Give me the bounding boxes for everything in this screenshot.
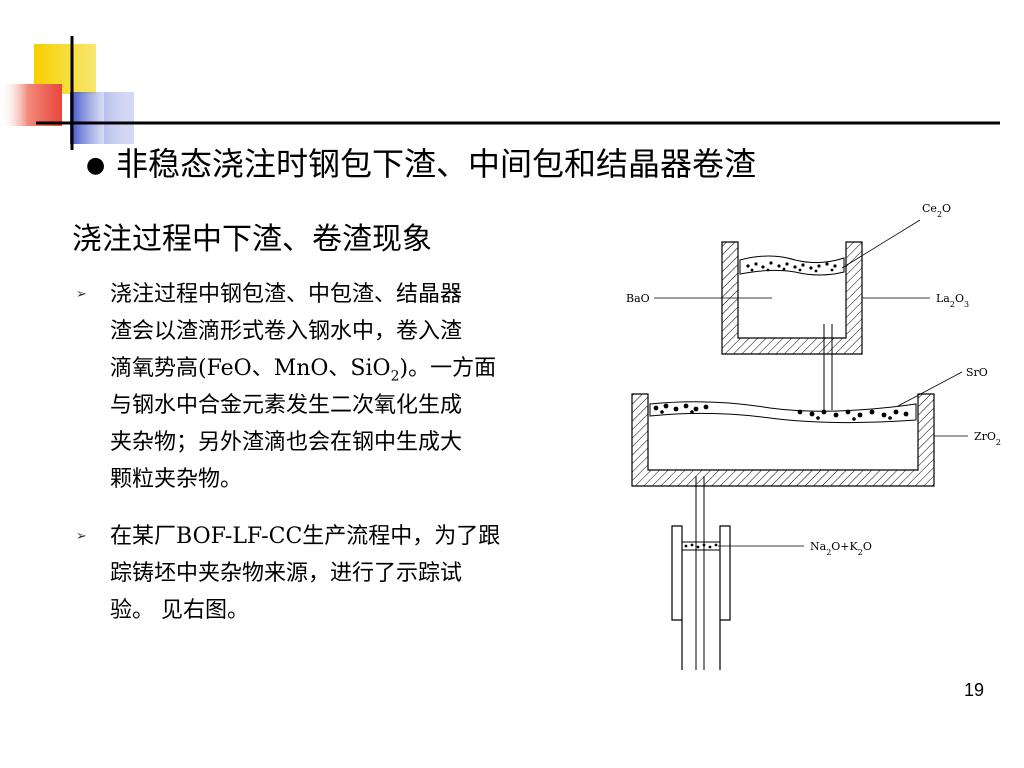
bullet-line: 滴氧势高(FeO、MnO、SiO2)。一方面 [110, 356, 497, 385]
ladle-slag-dots [746, 261, 837, 273]
ladle-slag-layer [739, 255, 845, 276]
slide-title-text: 非稳态浇注时钢包下渣、中间包和结晶器卷渣 [116, 145, 757, 183]
bullet-item: ➢ 在某厂BOF-LF-CC生产流程中，为了跟 踪铸坯中夹杂物来源，进行了示踪试… [72, 518, 592, 629]
mold-slag-dots [684, 543, 718, 549]
label-na2o-k2o: Na2O+K2O [810, 540, 872, 557]
arrow-bullet-icon: ➢ [76, 529, 87, 544]
bullet-line: 颗粒夹杂物。 [110, 467, 243, 492]
label-la2o3: La2O3 [936, 292, 969, 309]
section-subheading: 浇注过程中下渣、卷渣现象 [72, 222, 432, 257]
bullet-line: 渣会以渣滴形式卷入钢水中，卷入渣 [110, 319, 463, 344]
bullet-line: 在某厂BOF-LF-CC生产流程中，为了跟 [110, 524, 501, 549]
bullet-list: ➢ 浇注过程中钢包渣、中包渣、结晶器 渣会以渣滴形式卷入钢水中，卷入渣 滴氧势高… [72, 276, 592, 629]
tundish-slag-dots [653, 403, 909, 421]
bullet-item: ➢ 浇注过程中钢包渣、中包渣、结晶器 渣会以渣滴形式卷入钢水中，卷入渣 滴氧势高… [72, 276, 592, 498]
page-number: 19 [963, 680, 984, 700]
label-sro: SrO [966, 366, 988, 379]
label-bao: BaO [626, 292, 650, 305]
tundish [631, 393, 935, 487]
label-ce2o: Ce2O [922, 202, 951, 219]
bullet-line: 踪铸坯中夹杂物来源，进行了示踪试 [110, 561, 463, 586]
bullet-line: 与钢水中合金元素发生二次氧化生成 [110, 393, 463, 418]
bullet-dot-icon: ● [86, 153, 106, 178]
bullet-line: 验。 见右图。 [110, 598, 249, 623]
corner-decoration [0, 36, 1000, 150]
mold [671, 525, 731, 670]
tundish-slag-layer [649, 401, 917, 424]
slide-title: ● 非稳态浇注时钢包下渣、中间包和结晶器卷渣 [86, 142, 966, 188]
arrow-bullet-icon: ➢ [76, 287, 87, 302]
red-bar [0, 84, 62, 126]
ladle [721, 241, 863, 355]
blue-square [70, 92, 132, 144]
label-zro2: ZrO2 [974, 430, 1001, 447]
bullet-line: 夹杂物；另外渣滴也会在钢中生成大 [110, 430, 463, 455]
tracer-experiment-diagram: Ce2O BaO La2O3 SrO ZrO2 Na2O+K2O [626, 202, 1001, 670]
bullet-line: 浇注过程中钢包渣、中包渣、结晶器 [110, 282, 463, 307]
